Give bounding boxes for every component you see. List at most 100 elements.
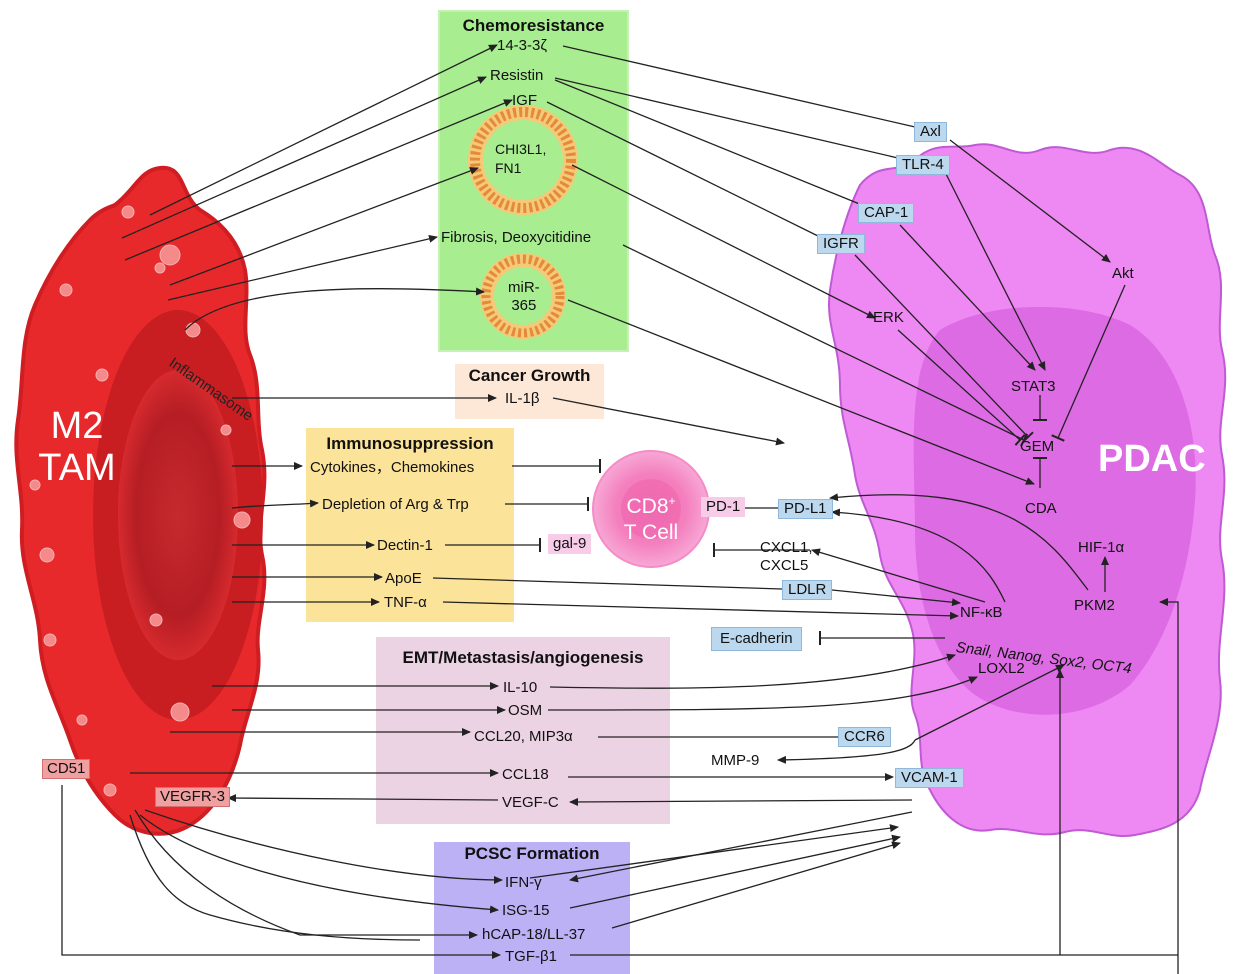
edge-nfkb-cxcl	[811, 548, 986, 603]
pdac-nucleus	[913, 306, 1196, 715]
edge-tam-depletion	[231, 499, 319, 509]
edge-il10-snail	[549, 653, 956, 689]
emt-box	[376, 637, 670, 824]
factor-ifng: IFN-γ	[505, 874, 542, 891]
cancer-growth-box	[455, 364, 604, 419]
node-mmp9: MMP-9	[711, 752, 760, 769]
edge-cd51-tgfb	[61, 785, 501, 959]
node-erk: ERK	[873, 309, 904, 326]
chemoresistance-title: Chemoresistance	[462, 16, 605, 35]
edge-axl-akt	[949, 139, 1111, 263]
factor-vegfc: VEGF-C	[502, 794, 559, 811]
edge-tam-igf	[124, 99, 513, 261]
receptor-cd51: CD51	[42, 759, 91, 779]
edge-14-3-3-axl	[562, 45, 916, 128]
node-loxl2: LOXL2	[978, 660, 1025, 677]
edge-mir365-cda	[567, 299, 1035, 485]
vesicle-mir365-membrane	[481, 254, 565, 338]
edge-tam-hcap	[134, 809, 478, 939]
edge-osm-loxl2	[547, 676, 978, 711]
node-cxcl: CXCL1, CXCL5	[760, 539, 813, 574]
edge-ccr6-mmp9	[777, 739, 916, 764]
edge-tam-tgfb	[129, 814, 421, 941]
edge-ccr6-loxl2	[914, 664, 1065, 741]
edge-hcap-pdac	[611, 841, 901, 929]
tam-nucleus	[118, 370, 238, 660]
receptor-pd1: PD-1	[701, 497, 746, 517]
edge-isg15-pdac	[569, 834, 901, 909]
receptor-tlr4: TLR-4	[896, 155, 950, 175]
edge-ifng-pdac	[529, 824, 899, 879]
edge-tam-14-3-3	[149, 44, 498, 216]
cancer-growth-title: Cancer Growth	[468, 366, 591, 385]
factor-hcap: hCAP-18/LL-37	[482, 926, 586, 943]
vesicle-mir365-core	[494, 267, 552, 325]
receptor-gal9: gal-9	[548, 534, 592, 554]
factor-tnfa: TNF-α	[384, 594, 427, 611]
edge-apoe-ldlr	[432, 577, 783, 590]
cd8-plus: +	[668, 494, 676, 508]
edge-fibrosis-gem	[622, 244, 1028, 447]
edge-vesicle-erk	[571, 164, 876, 319]
vesicle-chi3l1-label: CHI3L1, FN1	[495, 141, 547, 176]
edge-tam-mir365	[184, 287, 485, 331]
edge-ldlr-nfkb	[831, 589, 961, 607]
pcsc-title: PCSC Formation	[464, 844, 600, 863]
pdac-label: PDAC	[1098, 438, 1206, 480]
edge-igfr-gem	[854, 254, 1034, 443]
edge-tlr4-stat3	[944, 171, 1046, 371]
factor-il10: IL-10	[503, 679, 538, 696]
factor-fibrosis: Fibrosis, Deoxycitidine	[441, 229, 592, 246]
factor-apoe: ApoE	[385, 570, 422, 587]
edge-erk-gem	[897, 329, 1026, 446]
factor-osm: OSM	[508, 702, 543, 719]
factor-cytokines: Cytokines，Chemokines	[310, 459, 475, 476]
edge-resistin-tlr4	[554, 77, 899, 159]
edge-akt-gem	[1051, 284, 1126, 442]
edge-pdac-vegfc	[569, 797, 913, 806]
factor-tgfb1: TGF-β1	[505, 948, 557, 965]
factor-il1b: IL-1β	[505, 390, 540, 407]
edge-tam-vesicle1	[169, 167, 479, 286]
edge-pdac-ifng	[569, 811, 913, 883]
emt-title: EMT/Metastasis/angiogenesis	[402, 648, 644, 667]
node-stat3: STAT3	[1011, 378, 1056, 395]
receptor-ccr6: CCR6	[838, 727, 891, 747]
factor-depletion: Depletion of Arg & Trp	[322, 496, 469, 513]
m2-tam-label: M2 TAM	[22, 405, 132, 489]
edge-pcsc-pkm2	[1159, 598, 1179, 974]
factor-ccl18: CCL18	[502, 766, 549, 783]
immunosuppression-box	[306, 428, 514, 622]
vesicle-chi3l1-membrane	[470, 107, 576, 213]
edge-pkm2-pdl1	[829, 493, 1089, 591]
edge-tam-resistin	[121, 76, 487, 239]
cd8-label: CD8	[626, 495, 669, 518]
cd8-tcell-label: CD8+ T Cell	[604, 488, 698, 546]
edge-igf-igfr	[546, 101, 821, 238]
receptor-vcam1: VCAM-1	[895, 768, 964, 788]
m2-label-line2: TAM	[38, 447, 116, 489]
edge-il1b-pdac	[552, 397, 785, 446]
tcell-nucleus	[621, 479, 681, 539]
receptor-ecadherin: E-cadherin	[711, 627, 802, 651]
edge-tnfa-nfkb	[442, 601, 959, 620]
edge-resistin-cap1	[554, 79, 863, 206]
factor-resistin: Resistin	[490, 67, 544, 84]
edges	[61, 44, 1179, 974]
factor-ccl20: CCL20, MIP3α	[474, 728, 573, 745]
node-pkm2: PKM2	[1074, 597, 1115, 614]
edge-tam-isg15	[139, 814, 499, 914]
receptor-vegfr3: VEGFR-3	[155, 787, 231, 807]
receptor-pdl1: PD-L1	[778, 499, 833, 519]
receptor-axl: Axl	[914, 122, 947, 142]
receptor-ldlr: LDLR	[782, 580, 833, 600]
edge-vegfc-vegfr3	[227, 794, 499, 803]
factor-igf: IGF	[512, 92, 537, 109]
immunosuppression-title: Immunosuppression	[326, 434, 494, 453]
edge-nfkb-pdl1	[831, 508, 1006, 603]
edge-tam-ifng	[144, 809, 503, 884]
edge-tam-fibrosis	[167, 234, 438, 301]
receptor-igfr: IGFR	[817, 234, 865, 254]
node-nfkb: NF-κB	[960, 604, 1003, 621]
